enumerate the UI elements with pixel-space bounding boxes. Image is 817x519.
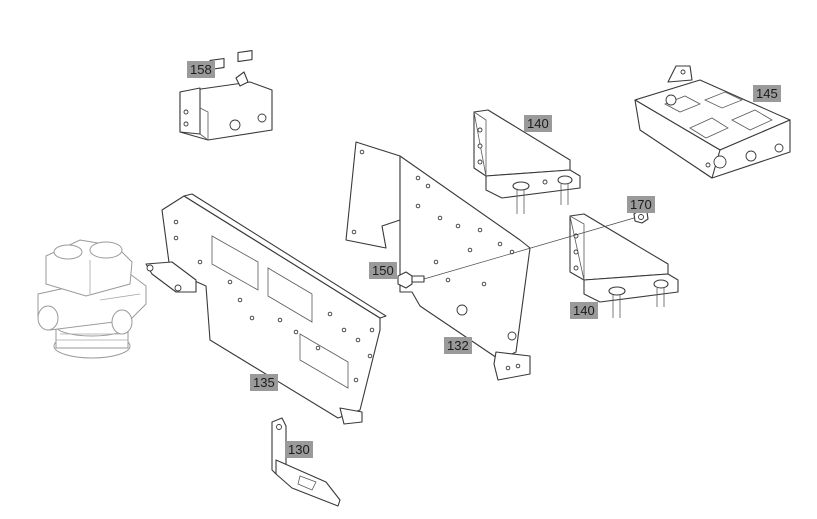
- part-140-lower-bracket: [569, 213, 679, 318]
- label-150: 150: [369, 262, 397, 279]
- label-130: 130: [285, 441, 313, 458]
- label-158: 158: [187, 61, 215, 78]
- part-145-bracket: [634, 65, 791, 179]
- assembly-axis-line: [423, 217, 635, 280]
- label-170: 170: [627, 196, 655, 213]
- part-132-plate: [345, 141, 531, 381]
- part-130-bracket: [271, 417, 341, 507]
- part-135-plate: [145, 193, 387, 425]
- part-140-upper-bracket: [473, 109, 581, 214]
- label-140-upper: 140: [524, 115, 552, 132]
- valve-assembly: [37, 239, 147, 359]
- label-145: 145: [753, 85, 781, 102]
- label-135: 135: [250, 374, 278, 391]
- part-150-bolt: [397, 271, 425, 289]
- part-158-bracket: [179, 50, 273, 141]
- label-132: 132: [444, 337, 472, 354]
- label-140-lower: 140: [570, 302, 598, 319]
- part-170-nut: [633, 209, 649, 224]
